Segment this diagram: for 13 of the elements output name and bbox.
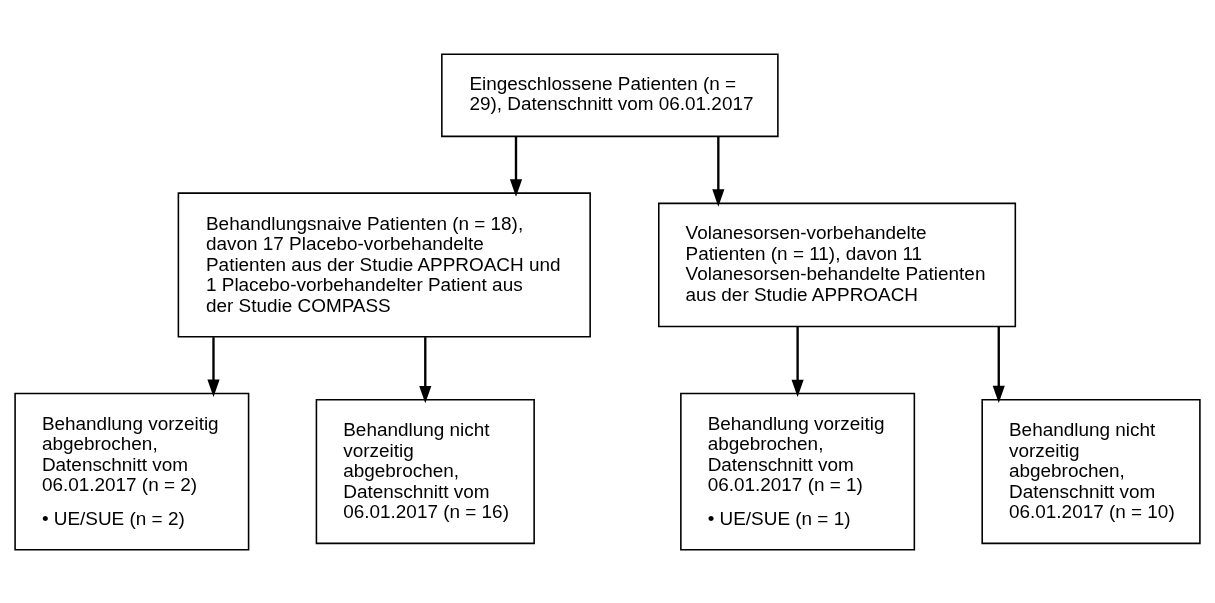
- node-box: Eingeschlossene Patienten (n = 29), Datenschnitt vom 06.01.2017: [441, 53, 779, 137]
- arrow: [992, 326, 1005, 403]
- node-box: Behandlung nicht vorzeitig abgebrochen, Datenschnitt vom 06.01.2017 (n = 16): [315, 398, 535, 544]
- arrow: [509, 135, 523, 197]
- node-box: Volanesorsen-vorbehandelte Patienten (n = 11), davon 11 Volanesorsen-behandelte Patienten aus der Studie APPROACH: [658, 202, 1017, 327]
- arrow: [791, 326, 804, 397]
- arrow: [712, 135, 725, 207]
- arrow: [419, 336, 432, 403]
- node-box: Behandlungsnaive Patienten (n = 18), davon 17 Placebo-vorbehandelte Patienten aus der Studie APPROACH und 1 Placebo-vorbehandelter Patient aus der Studie COMPASS: [177, 191, 591, 337]
- arrow: [207, 336, 220, 397]
- node-box: Behandlung vorzeitig abgebrochen, Datenschnitt vom 06.01.2017 (n = 2) • UE/SUE (n = 2): [14, 392, 250, 550]
- node-box: Behandlung nicht vorzeitig abgebrochen, Datenschnitt vom 06.01.2017 (n = 10): [981, 398, 1201, 544]
- node-box: Behandlung vorzeitig abgebrochen, Datenschnitt vom 06.01.2017 (n = 1) • UE/SUE (n = 1): [680, 392, 916, 550]
